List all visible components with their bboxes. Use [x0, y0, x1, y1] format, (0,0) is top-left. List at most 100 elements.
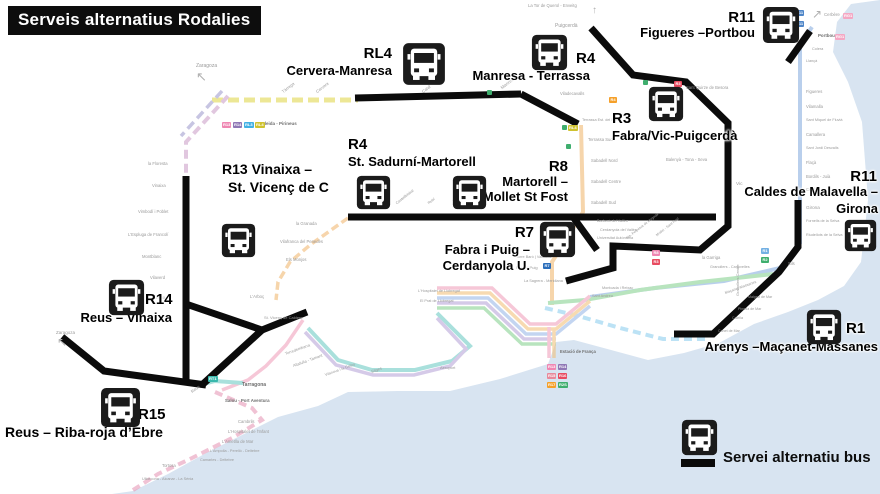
line-badge: R3 [674, 81, 682, 87]
route-label: R15 [138, 406, 166, 423]
station-label: Montblanc [142, 254, 162, 259]
station-label: Granollers - Canovelles [710, 265, 750, 269]
line-badge: RT1 [208, 376, 218, 382]
route-label: R14 [145, 291, 173, 308]
route-label: R8 [548, 158, 568, 175]
bus-route-line-r8-mollet-st-fost-link [570, 214, 600, 253]
station-label: Colera [812, 47, 824, 51]
line-badge: R3 [652, 259, 660, 265]
station-label: El Prat de Llobregat [420, 299, 454, 303]
station-label: Lleida - Pirineus [262, 121, 297, 126]
legend-label: Servei alternatiu bus [723, 449, 871, 466]
route-label: Cervera-Manresa [286, 63, 392, 78]
station-label: Aeroport [440, 365, 456, 370]
station-label: Sils [788, 261, 795, 266]
line-badge: R2 [761, 257, 769, 263]
network-line [437, 296, 592, 336]
line-badge: R14 [233, 122, 243, 128]
line-badge [562, 125, 567, 130]
route-label: R4 [348, 136, 368, 153]
station-label: Camarles - Deltebre [200, 458, 234, 462]
route-label: Manresa - Terrassa [472, 68, 590, 83]
station-label: Sabadell Sud [591, 200, 616, 205]
route-label: St. Vicenç de C [228, 179, 329, 195]
station-label: L'Ampolla - Perelló - Deltebre [210, 449, 260, 453]
station-label: Figueres [806, 89, 823, 94]
station-label: Flaçà [806, 160, 817, 165]
station-label: Ulldecona - Alcanar - La Sénia [142, 477, 194, 481]
station-label: L'Hospitalet de Llobregat [418, 289, 460, 293]
line-badge: R17 [547, 382, 557, 388]
line-badge: R11 [795, 10, 805, 16]
network-line [306, 311, 473, 372]
station-label: Vimbodí i Poblet [138, 209, 169, 214]
route-label: R4 [576, 50, 596, 67]
line-badge: R11 [795, 21, 805, 27]
route-label: Figueres –Portbou [640, 25, 755, 40]
line-badge: R1 [761, 248, 769, 254]
direction-arrow: ↖ [196, 69, 207, 84]
station-label: Portbou [818, 33, 835, 38]
station-label: Llançà [806, 59, 818, 63]
station-label: Universitat Autònoma [597, 236, 634, 240]
station-label: Sant Jordi Desvalls [806, 146, 839, 150]
bus-icon [844, 219, 877, 252]
station-label: Bordils - Juià [806, 174, 831, 179]
route-label: R11 [728, 9, 755, 26]
network-line [437, 286, 592, 326]
route-label: R13 Vinaixa – [222, 161, 313, 177]
line-badge: RL3 [244, 122, 254, 128]
bus-icon [108, 279, 145, 316]
network-line [128, 390, 266, 494]
line-badge: R2S [558, 382, 568, 388]
bus-icon [648, 86, 684, 122]
route-label: Mollet St Fost [482, 189, 568, 204]
line-badge [487, 90, 492, 95]
station-label: Calella [732, 316, 743, 320]
station-label: Camallera [806, 132, 826, 137]
route-label: Arenys –Maçanet-Massanes [704, 339, 878, 354]
station-label: Sant Miquel de Fluvià [806, 118, 843, 122]
station-label: Viladecavalls [560, 91, 585, 96]
bus-icon [100, 387, 141, 428]
bus-route-line-r14-reus-vinaixa [200, 327, 265, 387]
station-label: la Garriga [702, 255, 721, 260]
station-label: St. Vicenç de Calders [264, 315, 303, 320]
network-line [437, 306, 556, 346]
route-label: St. Sadurní-Martorell [348, 154, 476, 169]
line-badge: RG1 [835, 34, 846, 40]
line-badge: R7 [543, 263, 551, 269]
station-label: Cerbère [824, 12, 840, 17]
direction-arrow: ↖ [57, 335, 68, 349]
station-label: Pineda de Mar [738, 307, 762, 311]
station-label: Riudellots de la Selva [806, 233, 843, 237]
bus-icon [531, 34, 568, 71]
station-label: Sant Quirze de Besora [686, 85, 729, 90]
line-badge: RG1 [843, 13, 854, 19]
network-line [303, 316, 469, 377]
bus-route-line-r11-girona-caldes-r1-maganet [674, 200, 802, 338]
station-label: Tortosa [162, 463, 176, 468]
route-label: Girona [836, 201, 878, 216]
station-label: Balenyà - Tona - Seva [666, 157, 708, 162]
station-label: L'Ametlla de Mar [222, 439, 254, 444]
map-title-text: Serveis alternatius Rodalies [18, 10, 251, 29]
line-badge: R14 [558, 364, 568, 370]
bus-icon [681, 419, 718, 456]
station-label: Canet de Mar [718, 329, 740, 333]
station-label: Terrassa Est. del Nord [582, 118, 620, 122]
station-label: la Floresta [148, 161, 168, 166]
station-label: Torre Baró | Vallbona [516, 255, 552, 259]
station-label: Terrassa Sud [588, 137, 613, 142]
sea [112, 0, 880, 494]
line-badge: RL4 [568, 125, 578, 131]
bus-icon [402, 42, 446, 86]
route-label: R11 [850, 168, 877, 185]
network-line [437, 301, 556, 341]
network-line [547, 272, 774, 305]
station-label: Cerdanyola del Vallès [600, 228, 637, 232]
route-label: Fabra i Puig – [444, 242, 530, 257]
bus-icon [452, 175, 487, 210]
